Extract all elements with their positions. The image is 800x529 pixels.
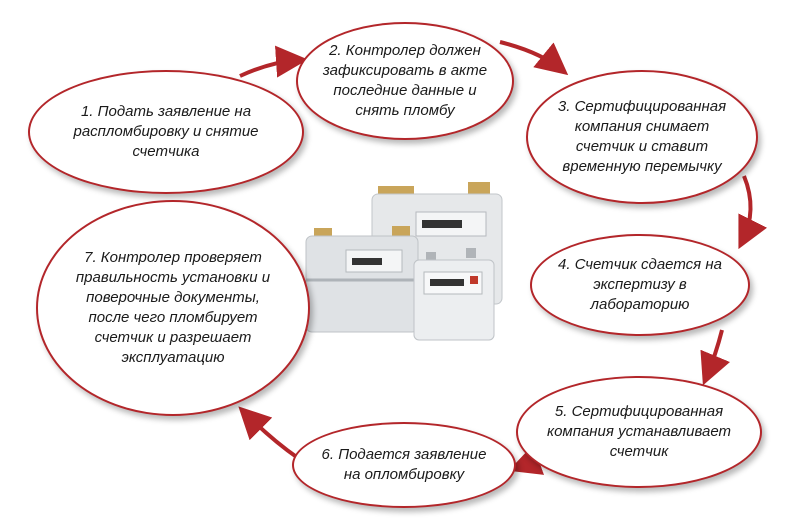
arrow-2-to-3 <box>499 40 569 76</box>
step-3-bubble: 3. Сертифицированная компания снимает сч… <box>526 70 758 204</box>
step-7-bubble: 7. Контролер проверяет правильность уста… <box>36 200 310 416</box>
step-6-bubble: 6. Подается заявление на опломбировку <box>292 422 516 508</box>
step-text: Счетчик сдается на экспертизу в лаборато… <box>574 256 722 313</box>
step-number: 6. <box>321 446 335 463</box>
arrow-1-to-2 <box>239 45 308 78</box>
step-number: 1. <box>80 103 94 120</box>
step-number: 7. <box>84 249 97 266</box>
step-1-bubble: 1. Подать заявление на распломбировку и … <box>28 70 304 194</box>
step-4-bubble: 4. Счетчик сдается на экспертизу в лабор… <box>530 234 750 336</box>
arrow-4-to-5 <box>700 329 730 386</box>
step-text: Подать заявление на распломбировку и сня… <box>73 103 259 160</box>
arrow-6-to-7 <box>238 406 300 460</box>
step-text: Сертифицированная компания снимает счетч… <box>562 98 727 175</box>
step-number: 2. <box>329 42 342 59</box>
step-number: 5. <box>554 403 568 420</box>
step-number: 4. <box>558 256 571 273</box>
step-5-bubble: 5. Сертифицированная компания устанавлив… <box>516 376 762 488</box>
step-number: 3. <box>557 98 571 115</box>
arrow-3-to-4 <box>738 175 768 250</box>
step-2-bubble: 2. Контролер должен зафиксировать в акте… <box>296 22 514 140</box>
step-text: Сертифицированная компания устанавливает… <box>547 403 731 460</box>
step-text: Контролер должен зафиксировать в акте по… <box>322 42 488 119</box>
step-text: Подается заявление на опломбировку <box>338 446 487 483</box>
gas-meters-image <box>305 182 503 341</box>
step-text: Контролер проверяет правильность установ… <box>75 249 271 366</box>
